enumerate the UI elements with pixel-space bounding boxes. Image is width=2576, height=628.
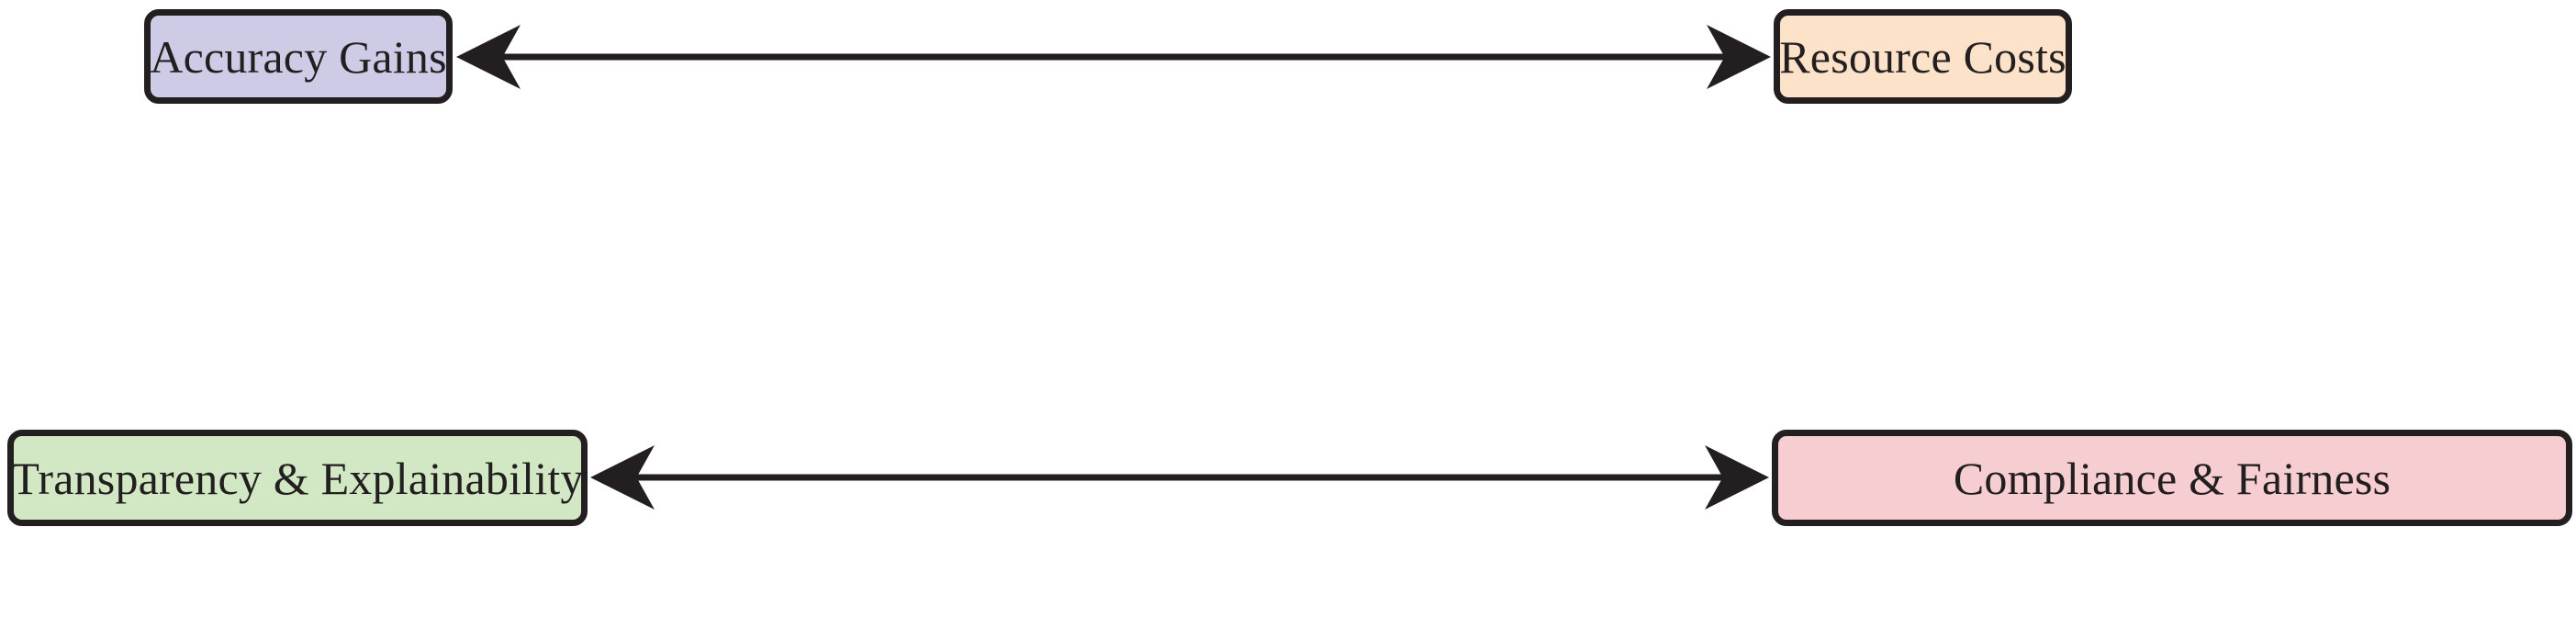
edge-transparency-compliance[interactable] xyxy=(584,445,1775,510)
node-compliance-fairness[interactable]: Compliance & Fairness xyxy=(1772,430,2572,526)
node-resource-costs-label: Resource Costs xyxy=(1779,30,2066,83)
node-accuracy-gains[interactable]: Accuracy Gains xyxy=(144,9,453,104)
node-accuracy-gains-label: Accuracy Gains xyxy=(150,30,447,83)
node-transparency-explainability-label: Transparency & Explainability xyxy=(11,452,584,504)
edge-accuracy-resource[interactable] xyxy=(450,25,1777,89)
node-transparency-explainability[interactable]: Transparency & Explainability xyxy=(7,430,588,526)
node-resource-costs[interactable]: Resource Costs xyxy=(1774,9,2072,104)
node-compliance-fairness-label: Compliance & Fairness xyxy=(1953,452,2391,504)
